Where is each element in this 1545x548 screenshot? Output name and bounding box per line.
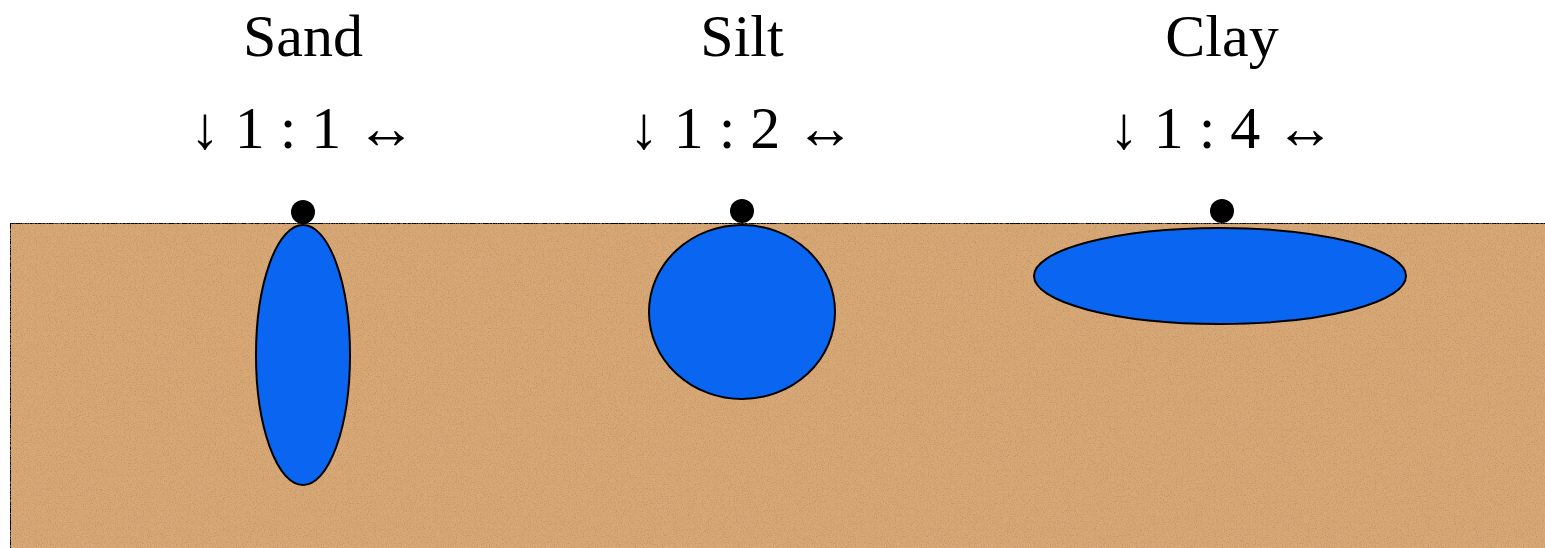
soil-label: Sand bbox=[243, 2, 363, 71]
sand-wetting-bulb bbox=[256, 225, 350, 485]
clay-wetting-bulb bbox=[1034, 228, 1406, 324]
emitter-dot bbox=[291, 200, 315, 224]
soil-ground bbox=[10, 223, 1545, 548]
ratio-label: ↓ 1 : 1 ↔ bbox=[190, 94, 417, 163]
emitter-dot bbox=[1210, 199, 1234, 223]
ratio-label: ↓ 1 : 4 ↔ bbox=[1109, 94, 1336, 163]
soil-label: Clay bbox=[1165, 2, 1278, 71]
soil-label: Silt bbox=[700, 2, 783, 71]
emitter-dot bbox=[730, 199, 754, 223]
silt-wetting-bulb bbox=[649, 225, 835, 399]
ratio-label: ↓ 1 : 2 ↔ bbox=[629, 94, 856, 163]
